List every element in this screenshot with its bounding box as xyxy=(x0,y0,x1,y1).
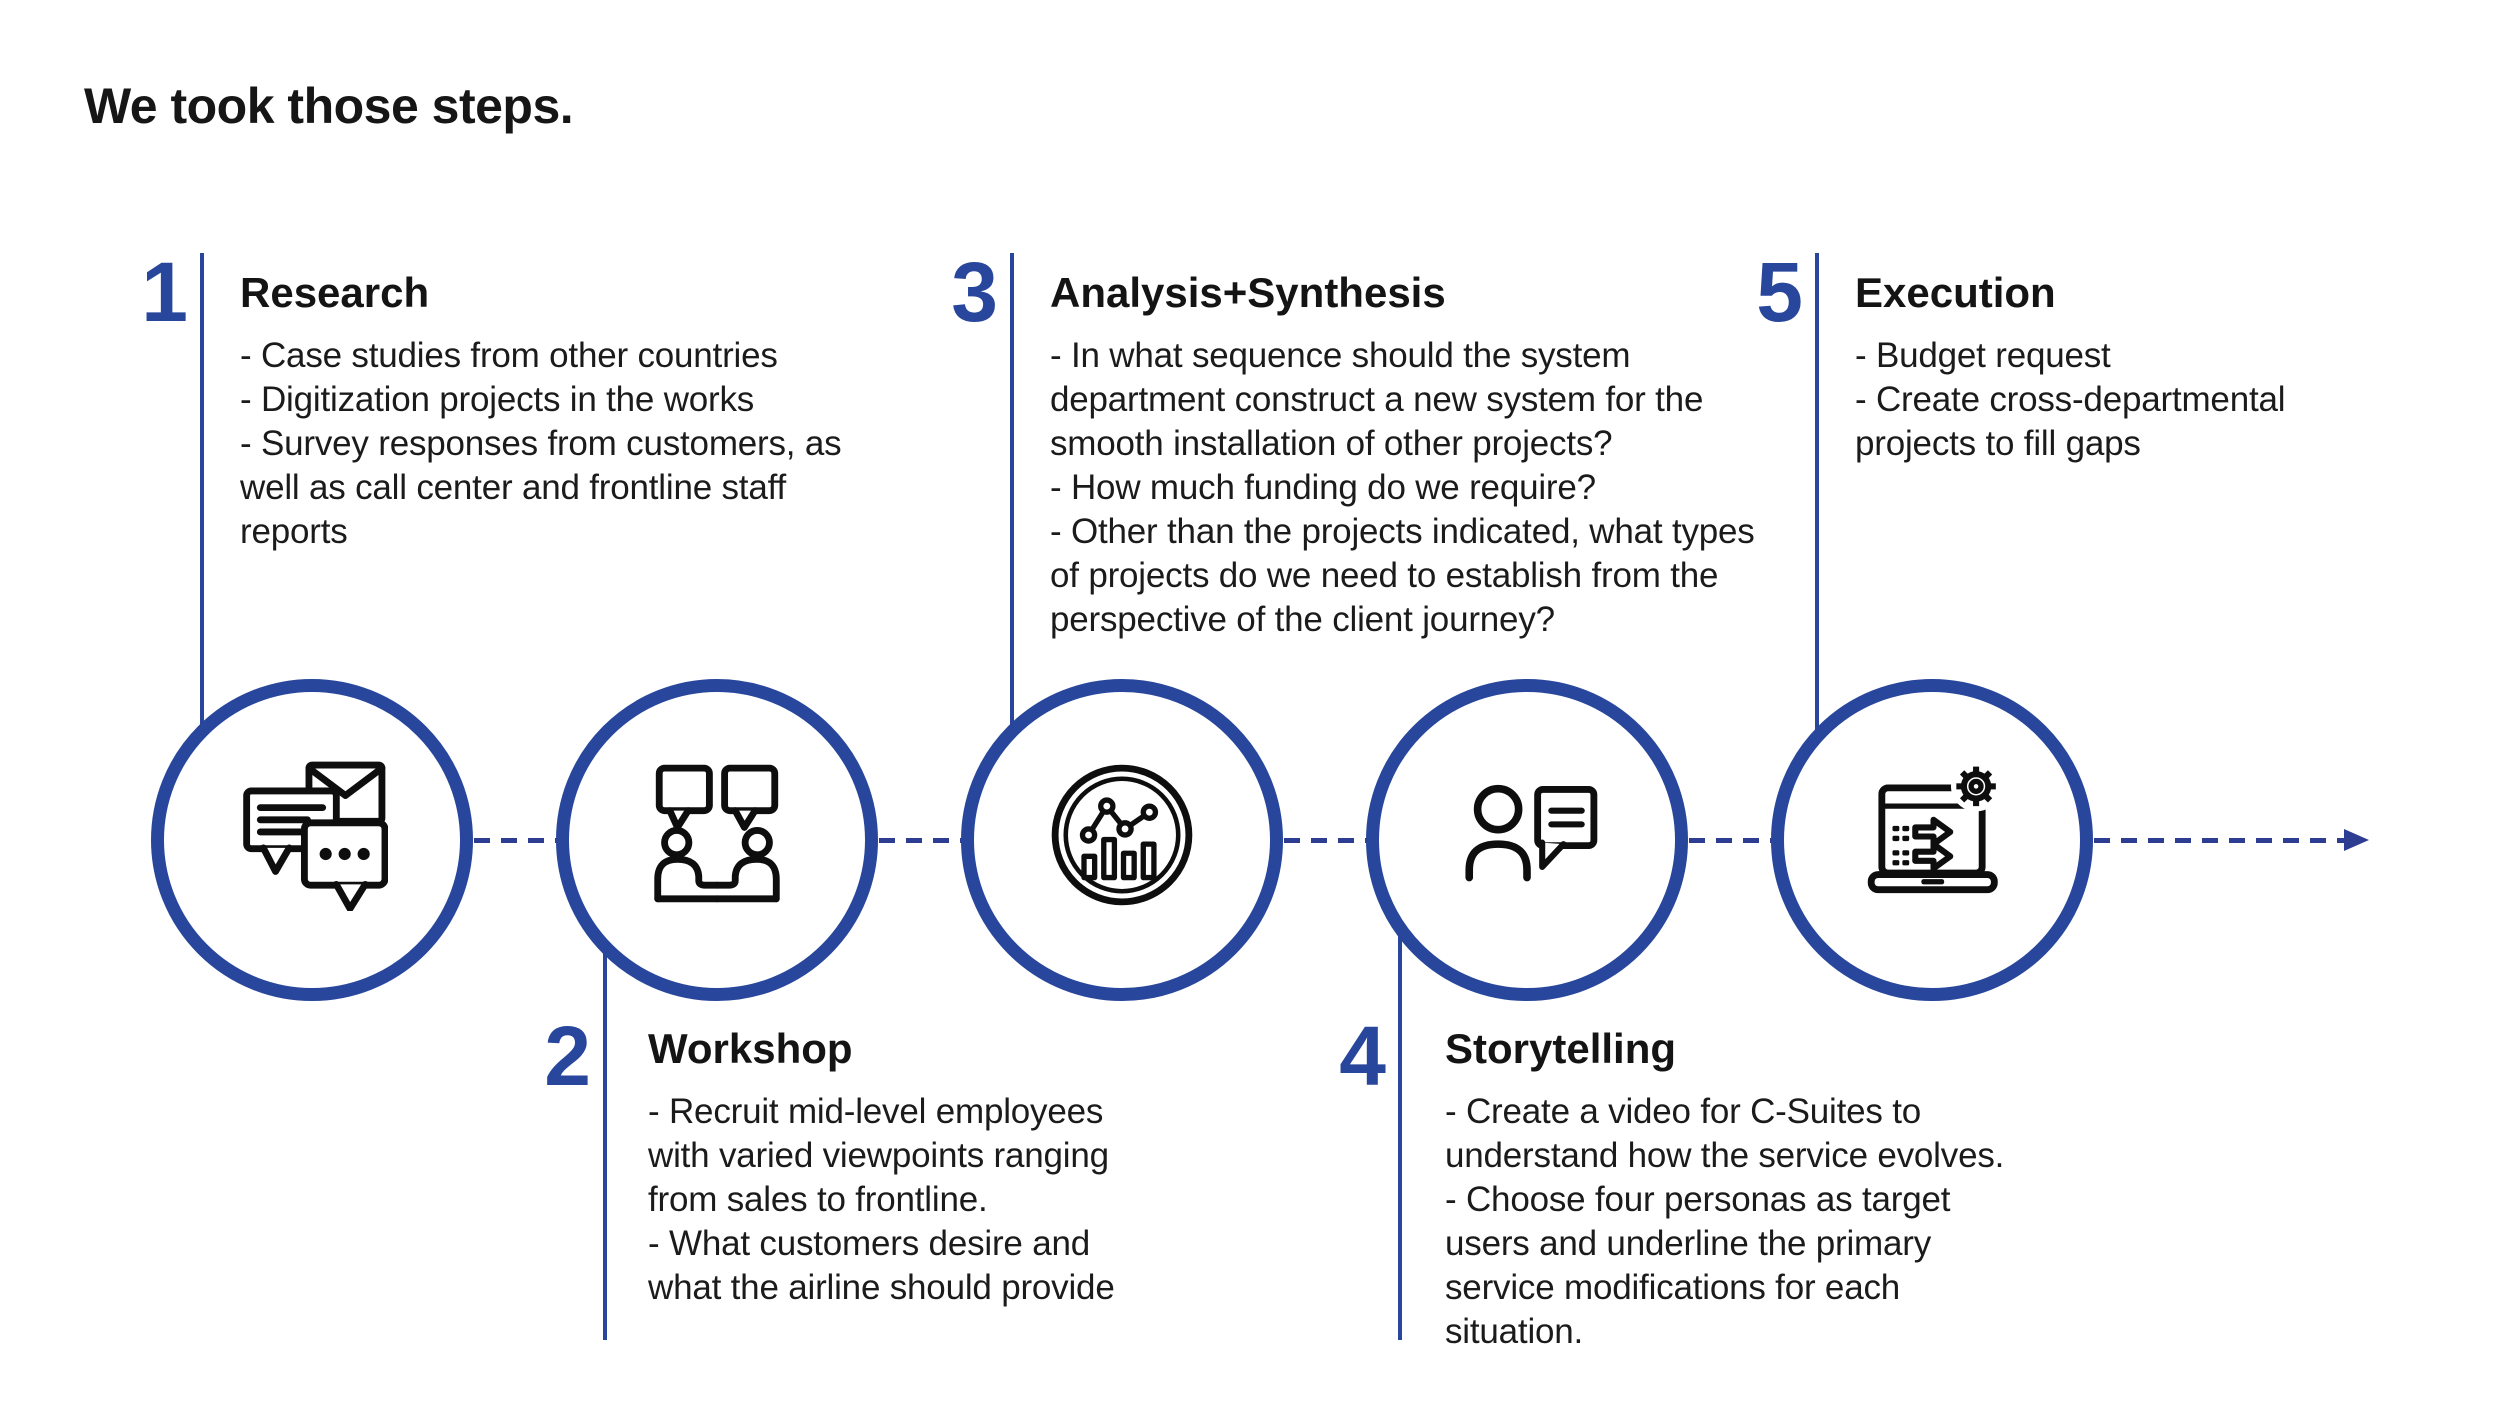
step2-circle xyxy=(556,679,878,1001)
step3-title: Analysis+Synthesis xyxy=(1050,269,1446,316)
step2-text-block: Workshop - Recruit mid-level employees w… xyxy=(648,1024,1148,1310)
step3-vertical-line xyxy=(1010,253,1014,840)
step4-text-block: Storytelling - Create a video for C-Suit… xyxy=(1445,1024,2035,1354)
step4-title: Storytelling xyxy=(1445,1025,1677,1072)
step2-number: 2 xyxy=(544,1009,591,1103)
step3-bullet: - How much funding do we require? xyxy=(1050,468,1596,508)
step1-bullet: - Digitization projects in the works xyxy=(240,380,755,420)
laptop-gear-icon xyxy=(1867,761,2002,894)
step3-circle xyxy=(961,679,1283,1001)
step5-bullet: - Create cross-departmental projects to … xyxy=(1855,380,2286,464)
step5-title: Execution xyxy=(1855,269,2056,316)
step5-bullet: - Budget request xyxy=(1855,336,2111,376)
step2-title: Workshop xyxy=(648,1025,853,1072)
step1-bullet: - Survey responses from customers, as we… xyxy=(240,424,842,552)
step5-number: 5 xyxy=(1756,245,1803,339)
two-people-discussion-icon xyxy=(654,764,780,903)
step3-bullet: - In what sequence should the system dep… xyxy=(1050,336,1704,464)
step4-number: 4 xyxy=(1339,1009,1386,1103)
timeline-dashed-connector xyxy=(312,838,2346,843)
step3-number: 3 xyxy=(951,245,998,339)
step2-bullet: - What customers desire and what the air… xyxy=(648,1224,1115,1308)
step5-text-block: Execution - Budget request - Create cros… xyxy=(1855,268,2325,466)
timeline-arrow-icon xyxy=(2344,829,2369,851)
step4-circle xyxy=(1366,679,1688,1001)
step4-vertical-line xyxy=(1398,840,1402,1340)
step1-number: 1 xyxy=(141,245,188,339)
person-speech-bubble-icon xyxy=(1465,784,1598,882)
step1-title: Research xyxy=(240,269,430,316)
step2-bullet: - Recruit mid-level employees with varie… xyxy=(648,1092,1109,1220)
step1-circle xyxy=(151,679,473,1001)
step1-vertical-line xyxy=(200,253,204,840)
step4-bullet: - Create a video for C-Suites to underst… xyxy=(1445,1092,2005,1176)
step2-vertical-line xyxy=(603,840,607,1340)
step1-text-block: Research - Case studies from other count… xyxy=(240,268,890,554)
step5-circle xyxy=(1771,679,2093,1001)
step1-bullet: - Case studies from other countries xyxy=(240,336,778,376)
analytics-chart-icon xyxy=(1051,764,1193,906)
step3-text-block: Analysis+Synthesis - In what sequence sh… xyxy=(1050,268,1770,642)
page-title: We took those steps. xyxy=(84,78,574,134)
chat-mail-icon xyxy=(243,761,388,911)
step5-vertical-line xyxy=(1815,253,1819,840)
step3-bullet: - Other than the projects indicated, wha… xyxy=(1050,512,1755,640)
step4-bullet: - Choose four personas as target users a… xyxy=(1445,1180,1951,1352)
